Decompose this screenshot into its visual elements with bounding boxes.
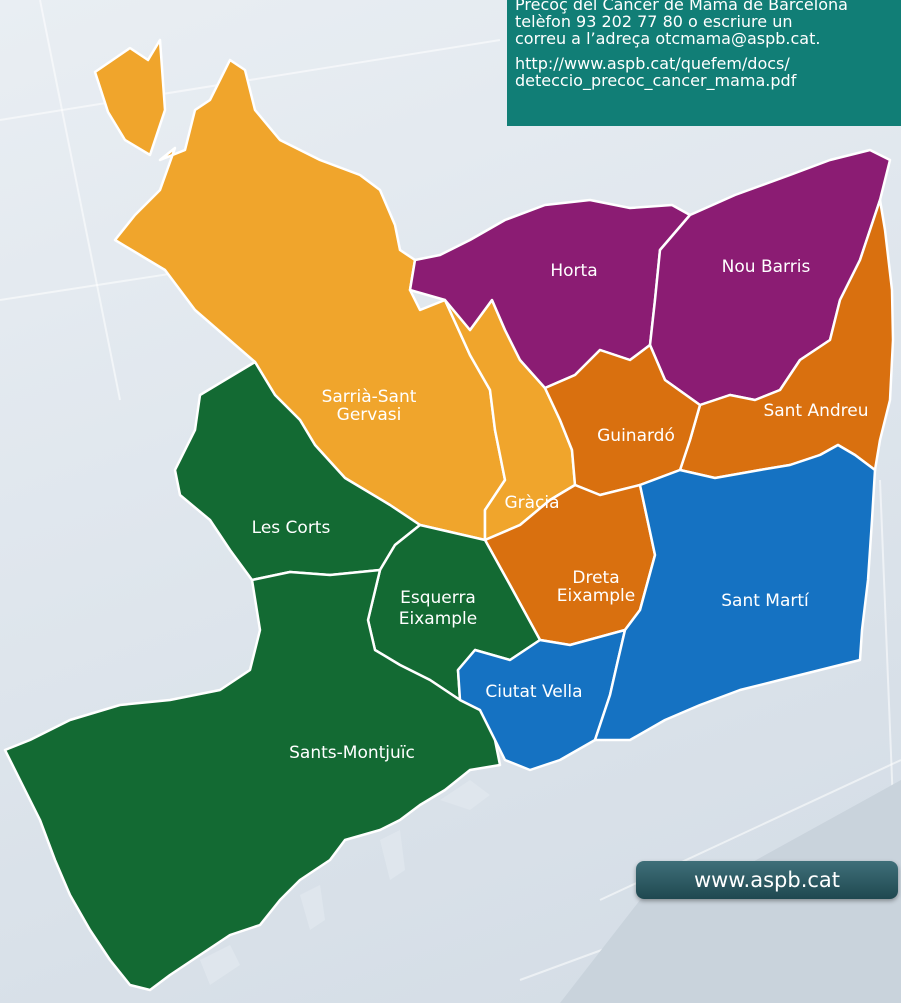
district-sants-montjuic[interactable] [3,568,502,992]
district-guinardo[interactable] [543,343,702,497]
label-gracia: Gràcia [504,493,559,513]
district-ciutat-vella[interactable] [456,628,627,772]
label-sants-montjuic: Sants-Montjuïc [289,743,415,763]
label-sant-marti: Sant Martí [721,591,810,611]
harbour-piers [200,780,490,985]
label-dreta-line1: Dreta [572,568,619,588]
info-text-line3: correu a l’adreça otcmama@aspb.cat. [515,29,821,48]
label-sarria-line2: Gervasi [337,405,402,425]
label-esquerra-line2: Eixample [399,609,477,629]
website-button[interactable]: www.aspb.cat [636,861,898,899]
label-ciutat-vella: Ciutat Vella [485,682,582,702]
label-horta: Horta [550,261,597,281]
info-text-line2: telèfon 93 202 77 80 o escriure un [515,12,793,31]
label-sarria-line1: Sarrià-Sant [322,387,417,407]
label-les-corts: Les Corts [252,518,331,538]
info-url-line2[interactable]: deteccio_precoc_cancer_mama.pdf [515,71,797,90]
label-guinardo: Guinardó [597,426,675,446]
label-esquerra-line1: Esquerra [400,588,476,608]
info-panel: Precoç del Càncer de Mama de Barcelona t… [507,0,901,126]
label-nou-barris: Nou Barris [722,257,811,277]
label-sant-andreu: Sant Andreu [763,401,868,421]
district-sant-marti[interactable] [593,443,877,742]
info-url-line1[interactable]: http://www.aspb.cat/quefem/docs/ [515,54,790,73]
info-text-line1: Precoç del Càncer de Mama de Barcelona [515,0,848,14]
label-dreta-line2: Eixample [557,586,635,606]
